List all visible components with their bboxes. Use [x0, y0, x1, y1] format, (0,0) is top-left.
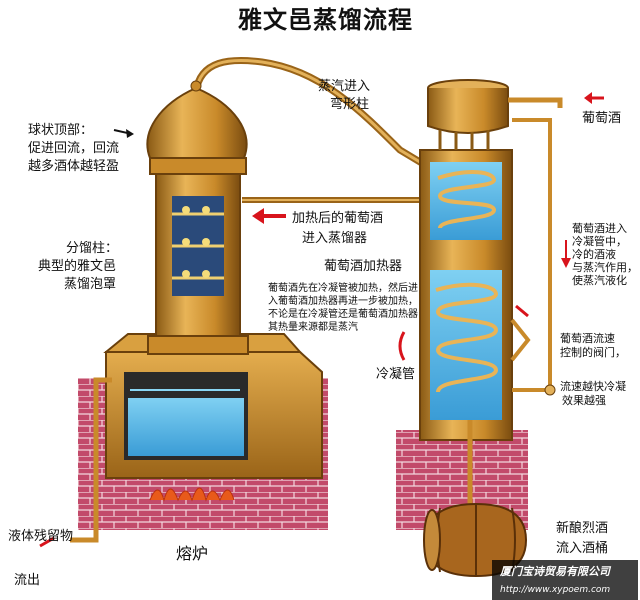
- label-condenser: 冷凝管: [376, 367, 416, 382]
- arrow-residue: [39, 536, 55, 548]
- label-column-1: 分馏柱：: [66, 241, 119, 256]
- label-vapor-1: 蒸汽进入: [318, 79, 371, 94]
- preheat-tank: [427, 88, 509, 134]
- label-heated-wine-2: 进入蒸馏器: [302, 231, 368, 246]
- arrow-side-flow: [515, 304, 529, 318]
- arrow-condenser-left: [398, 331, 406, 361]
- page-title: 雅文邑蒸馏流程: [238, 6, 413, 34]
- label-valve-1: 葡萄酒流速: [560, 332, 615, 345]
- watermark: 厦门宝诗贸易有限公司 http://www.xypoem.com: [492, 560, 638, 600]
- label-column-3: 蒸馏泡罩: [64, 277, 117, 292]
- label-dome-2: 促进回流，回流: [28, 141, 120, 156]
- spirit-barrel: [423, 502, 528, 578]
- residue-pipe: [70, 377, 112, 543]
- label-wine-in: 葡萄酒: [582, 111, 622, 126]
- label-note-1: 葡萄酒先在冷凝管被加热，然后进: [268, 283, 418, 294]
- label-flow-2: 效果越强: [562, 394, 606, 407]
- label-note-2: 入葡萄酒加热器再进一步被加热，: [268, 296, 418, 307]
- label-note-4: 其热量来源都是蒸汽: [268, 322, 358, 333]
- flow-control-pipe: [512, 118, 552, 392]
- label-column-2: 典型的雅文邑: [38, 259, 117, 274]
- label-wine-heater: 葡萄酒加热器: [324, 259, 403, 274]
- label-new-spirit-2: 流入酒桶: [556, 541, 609, 556]
- watermark-url: http://www.xypoem.com: [500, 585, 611, 595]
- label-valve-2: 控制的阀门，: [560, 346, 626, 359]
- boiler-liquid: [128, 398, 244, 456]
- label-residue: 液体残留物: [8, 529, 74, 544]
- furnace-fire: [149, 487, 235, 502]
- wine-inlet-pipe: [508, 97, 563, 108]
- label-condenser-entry-2: 冷凝管中，: [572, 235, 627, 248]
- label-vapor-2: 弯形柱: [330, 97, 370, 112]
- label-condenser-entry-5: 使蒸汽液化: [572, 274, 627, 287]
- label-condenser-entry-4: 与蒸汽作用，: [572, 261, 638, 274]
- label-dome-1: 球状顶部：: [28, 123, 94, 138]
- label-dome-3: 越多酒体越轻盈: [28, 159, 120, 174]
- label-new-spirit-1: 新酿烈酒: [556, 521, 609, 536]
- flow-valve: [544, 384, 556, 396]
- label-furnace: 熔炉: [176, 544, 209, 563]
- label-condenser-entry-3: 冷的酒液: [572, 248, 616, 261]
- label-note-3: 不论是在冷凝管还是葡萄酒加热器: [268, 309, 418, 320]
- label-condenser-entry-1: 葡萄酒进入: [572, 222, 627, 235]
- watermark-company: 厦门宝诗贸易有限公司: [500, 565, 610, 578]
- spherical-dome: [146, 86, 248, 159]
- label-outflow: 流出: [14, 573, 41, 588]
- label-flow-1: 流速越快冷凝: [560, 380, 626, 393]
- label-heated-wine-1: 加热后的葡萄酒: [292, 211, 384, 226]
